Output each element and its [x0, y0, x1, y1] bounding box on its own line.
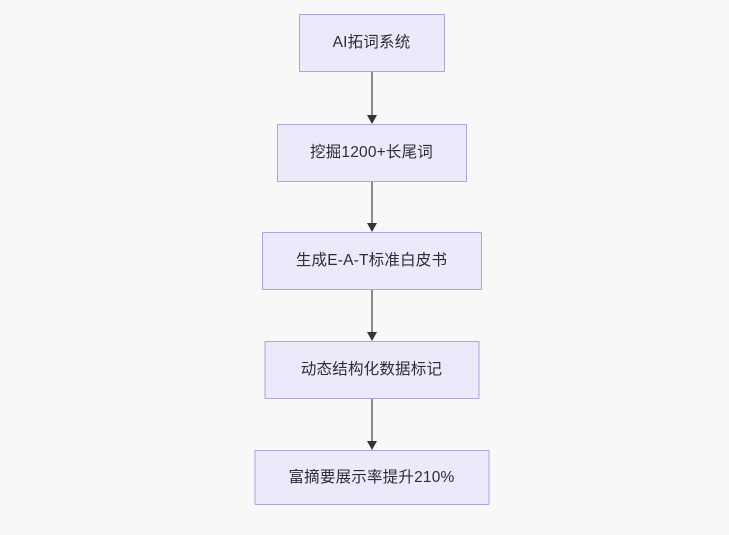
flow-node-label: 富摘要展示率提升210% — [288, 468, 455, 486]
flow-node-label: 生成E-A-T标准白皮书 — [295, 252, 448, 270]
connector-line — [370, 399, 373, 441]
flow-connector-4 — [365, 399, 379, 450]
flow-node-label: 挖掘1200+长尾词 — [309, 144, 434, 162]
arrowhead-down-icon — [366, 332, 377, 341]
flow-node-dynamic-structured-data-markup[interactable]: 动态结构化数据标记 — [264, 341, 479, 399]
flow-connector-3 — [365, 290, 379, 341]
flow-node-rich-snippet-impression-uplift[interactable]: 富摘要展示率提升210% — [254, 450, 489, 505]
flow-node-mine-longtail-keywords[interactable]: 挖掘1200+长尾词 — [276, 124, 467, 182]
arrowhead-down-icon — [366, 441, 377, 450]
flow-node-label: AI拓词系统 — [332, 34, 411, 52]
arrowhead-down-icon — [366, 115, 377, 124]
flow-node-label: 动态结构化数据标记 — [300, 361, 443, 379]
connector-line — [370, 72, 373, 115]
flow-connector-1 — [365, 72, 379, 124]
flow-node-ai-keyword-system[interactable]: AI拓词系统 — [298, 14, 445, 72]
flow-connector-2 — [365, 182, 379, 232]
connector-line — [370, 290, 373, 332]
arrowhead-down-icon — [366, 223, 377, 232]
connector-line — [370, 182, 373, 223]
flow-node-generate-eat-whitepaper[interactable]: 生成E-A-T标准白皮书 — [261, 232, 482, 290]
